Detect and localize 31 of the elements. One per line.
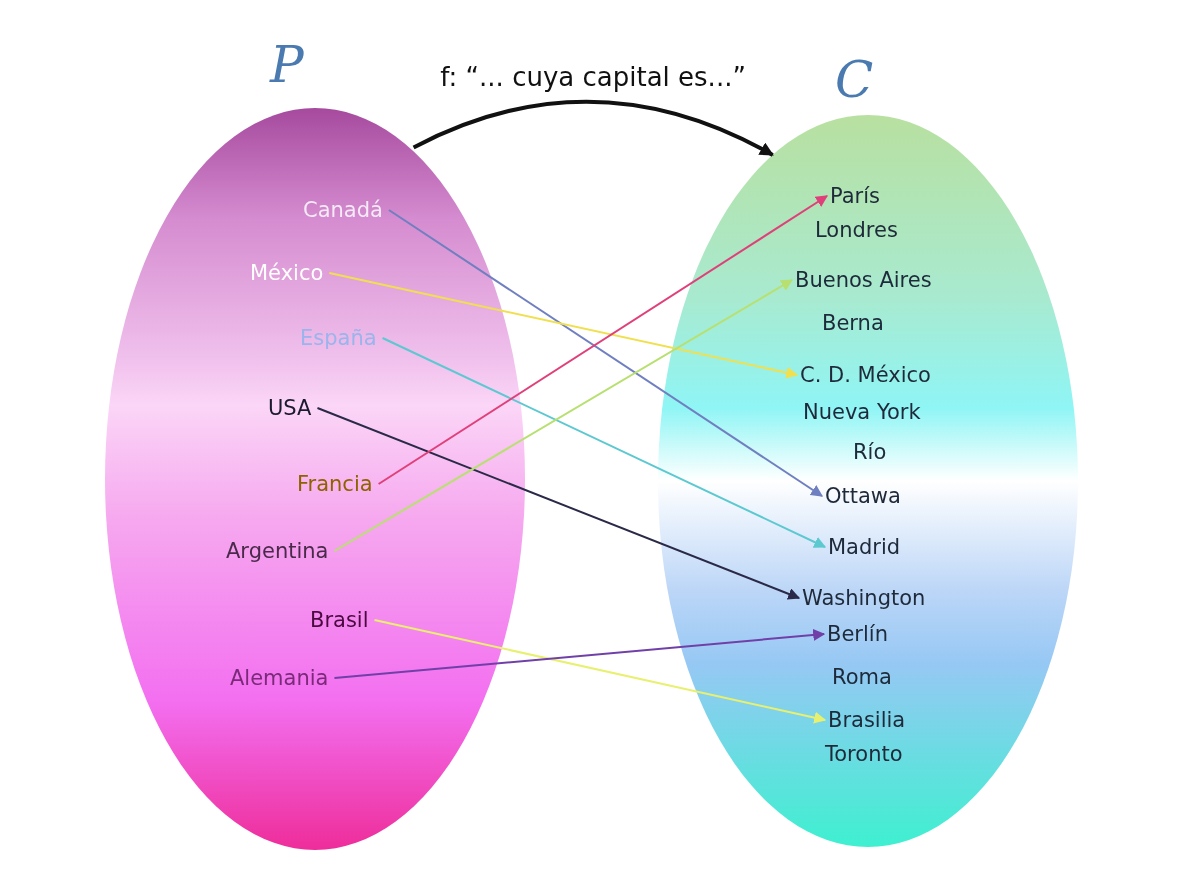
element-label: Berlín <box>827 623 888 645</box>
element-label: Londres <box>815 219 898 241</box>
element-label: Brasilia <box>828 709 906 731</box>
arrow <box>373 619 827 724</box>
element-label: Washington <box>802 587 926 609</box>
element-label: Brasil <box>310 609 369 631</box>
element-label: Ottawa <box>825 485 901 507</box>
arrow <box>328 272 799 379</box>
element-label: Roma <box>832 666 892 688</box>
arrow <box>333 629 826 679</box>
arrow <box>316 407 801 600</box>
element-label: Madrid <box>828 536 901 558</box>
element-label: Río <box>853 441 887 463</box>
set-label: P <box>270 40 304 90</box>
element-label: España <box>300 327 377 349</box>
set-label: C <box>835 55 874 105</box>
element-label: París <box>830 185 880 207</box>
element-label: Argentina <box>226 540 329 562</box>
element-label: Buenos Aires <box>795 269 932 291</box>
element-label: Nueva York <box>803 401 921 423</box>
element-label: México <box>250 262 324 284</box>
element-label: Canadá <box>303 199 383 221</box>
element-label: Alemania <box>230 667 329 689</box>
element-label: USA <box>268 397 312 419</box>
element-label: Francia <box>297 473 373 495</box>
element-label: Berna <box>822 312 884 334</box>
element-label: Toronto <box>825 743 903 765</box>
arrow <box>412 99 774 157</box>
element-label: C. D. México <box>800 364 931 386</box>
arrow <box>381 337 827 548</box>
arrow <box>333 279 794 552</box>
